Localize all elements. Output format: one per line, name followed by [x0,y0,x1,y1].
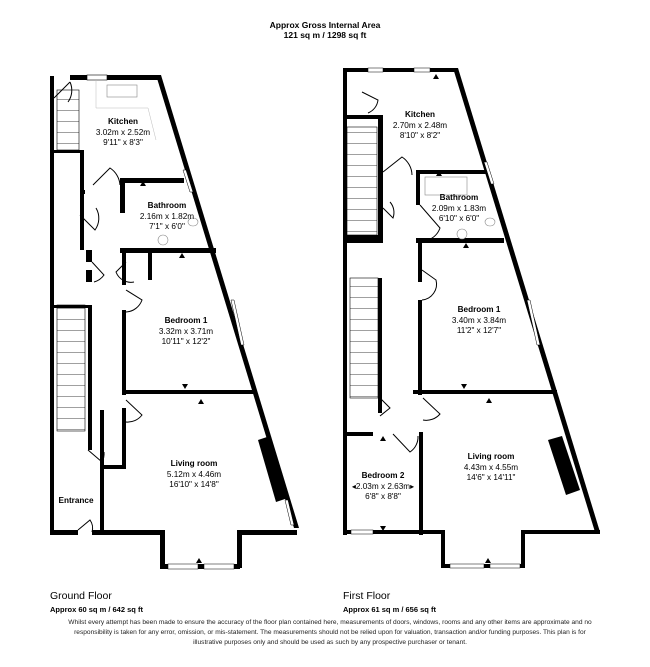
room-label-ff-bedroom-2: Bedroom 2 ◂2.03m x 2.63m▸ 6'8" x 8'8" [351,471,415,501]
first-floor-title: First Floor [343,590,391,602]
room-label-gf-living-room: Living room 5.12m x 4.46m 16'10" x 14'8" [166,459,222,489]
room-label-ff-bathroom: Bathroom 2.09m x 1.83m 6'10" x 6'0" [431,193,487,223]
ground-floor-area: Approx 60 sq m / 642 sq ft [50,605,143,614]
disclaimer-text: Whilst every attempt has been made to en… [68,619,592,646]
ground-floor-plan [50,74,299,570]
first-floor-area: Approx 61 sq m / 656 sq ft [343,605,436,614]
ground-floor-title: Ground Floor [50,590,112,602]
gross-area-title: Approx Gross Internal Area [269,20,381,30]
gross-area-value: 121 sq m / 1298 sq ft [283,30,367,40]
room-label-gf-bedroom-1: Bedroom 1 3.32m x 3.71m 10'11" x 12'2" [158,316,214,346]
room-label-gf-kitchen: Kitchen 3.02m x 2.52m 9'11" x 8'3" [95,117,151,147]
floor-plans [50,67,600,570]
first-floor-plan [343,67,600,569]
room-label-ff-bedroom-1: Bedroom 1 3.40m x 3.84m 11'2" x 12'7" [451,305,507,335]
room-label-ff-kitchen: Kitchen 2.70m x 2.48m 8'10" x 8'2" [392,110,448,140]
room-label-gf-entrance: Entrance [58,496,94,505]
room-label-ff-living-room: Living room 4.43m x 4.55m 14'6" x 14'11" [463,452,519,482]
room-label-gf-bathroom: Bathroom 2.16m x 1.82m 7'1" x 6'0" [139,201,195,231]
